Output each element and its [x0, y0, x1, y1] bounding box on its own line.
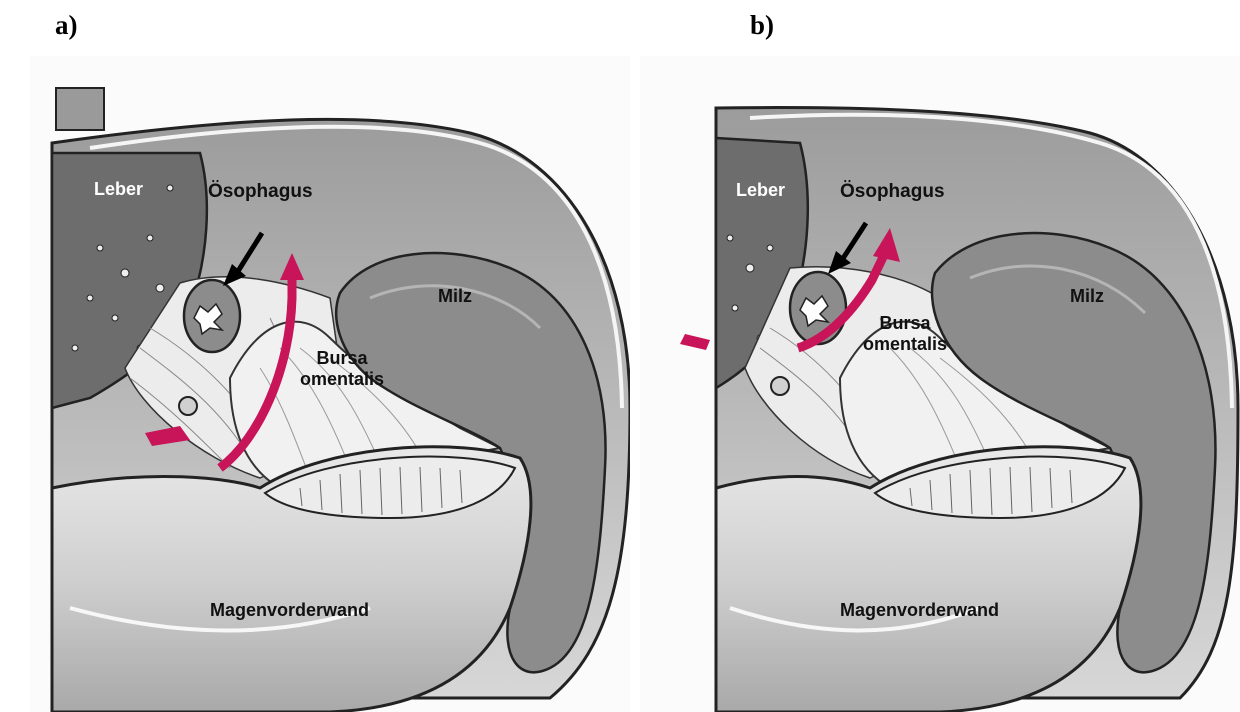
panel-b: Leber Ösophagus Milz Bursa omentalis Mag… — [640, 48, 1240, 712]
label-stomach: Magenvorderwand — [210, 600, 369, 621]
label-stomach: Magenvorderwand — [840, 600, 999, 621]
label-spleen: Milz — [1070, 286, 1104, 307]
label-esophagus: Ösophagus — [840, 181, 945, 203]
tube-structure — [56, 88, 104, 130]
label-bursa: Bursa omentalis — [292, 348, 392, 390]
label-bursa: Bursa omentalis — [855, 313, 955, 355]
duct-section — [771, 377, 789, 395]
duct-section — [179, 397, 197, 415]
panel-label-b: b) — [750, 10, 774, 41]
label-bursa-line1: Bursa — [292, 348, 392, 369]
panel-a: Leber Ösophagus Milz Bursa omentalis Mag… — [30, 48, 630, 712]
label-bursa-line2: omentalis — [855, 334, 955, 355]
label-spleen: Milz — [438, 286, 472, 307]
label-liver: Leber — [94, 179, 143, 200]
label-esophagus: Ösophagus — [208, 181, 313, 203]
label-bursa-line1: Bursa — [855, 313, 955, 334]
label-liver: Leber — [736, 180, 785, 201]
panel-label-a: a) — [55, 10, 78, 41]
label-bursa-line2: omentalis — [292, 369, 392, 390]
